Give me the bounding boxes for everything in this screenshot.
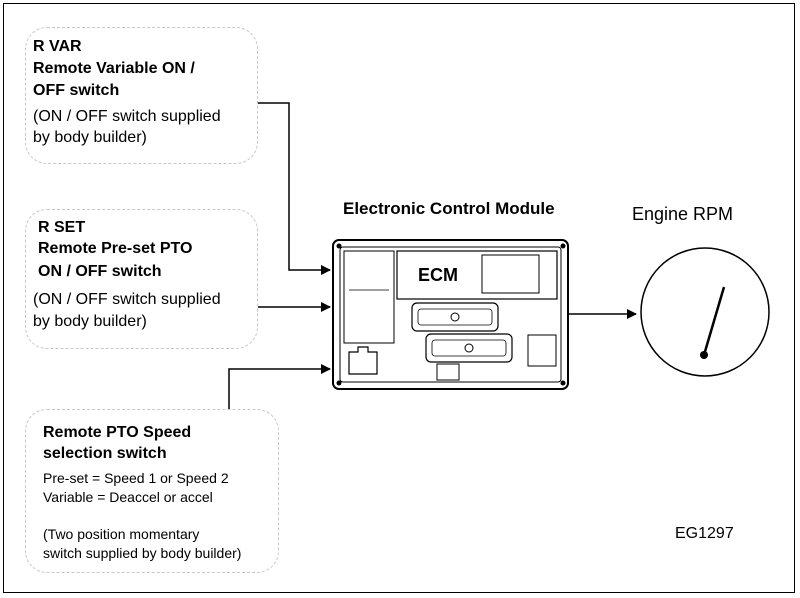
pto-note-cont: switch supplied by body builder) — [43, 545, 242, 561]
pto-variable-desc: Variable = Deaccel or accel — [43, 489, 213, 505]
rpm-needle — [702, 286, 726, 356]
rvar-title: Remote Variable ON / — [33, 60, 195, 77]
rset-title: Remote Pre-set PTO — [38, 240, 193, 257]
pto-preset-desc: Pre-set = Speed 1 or Speed 2 — [43, 470, 229, 486]
pto-speed-switch-box — [25, 409, 279, 573]
rset-title-cont: ON / OFF switch — [38, 263, 162, 280]
rvar-signal-line — [258, 102, 331, 275]
rset-switch-box — [25, 209, 258, 349]
rvar-note-cont: by body builder) — [33, 129, 147, 146]
engine-rpm-gauge — [640, 247, 770, 377]
pto-signal-line — [228, 364, 331, 409]
pto-note: (Two position momentary — [43, 526, 200, 542]
pto-title: Remote PTO Speed — [43, 424, 192, 441]
rset-note: (ON / OFF switch supplied — [33, 291, 221, 308]
figure-frame — [3, 3, 795, 593]
ecm-module — [332, 239, 569, 390]
figure-id: EG1297 — [675, 525, 734, 542]
rvar-title-cont: OFF switch — [33, 82, 120, 99]
pto-title-cont: selection switch — [43, 445, 167, 462]
rset-code: R SET — [38, 219, 86, 236]
rvar-code: R VAR — [33, 38, 82, 55]
ecm-label: ECM — [418, 265, 458, 285]
rvar-note: (ON / OFF switch supplied — [33, 108, 221, 125]
engine-rpm-title: Engine RPM — [632, 204, 734, 224]
rvar-switch-box — [25, 27, 258, 164]
rset-note-cont: by body builder) — [33, 313, 147, 330]
ecm-title: Electronic Control Module — [343, 199, 555, 218]
